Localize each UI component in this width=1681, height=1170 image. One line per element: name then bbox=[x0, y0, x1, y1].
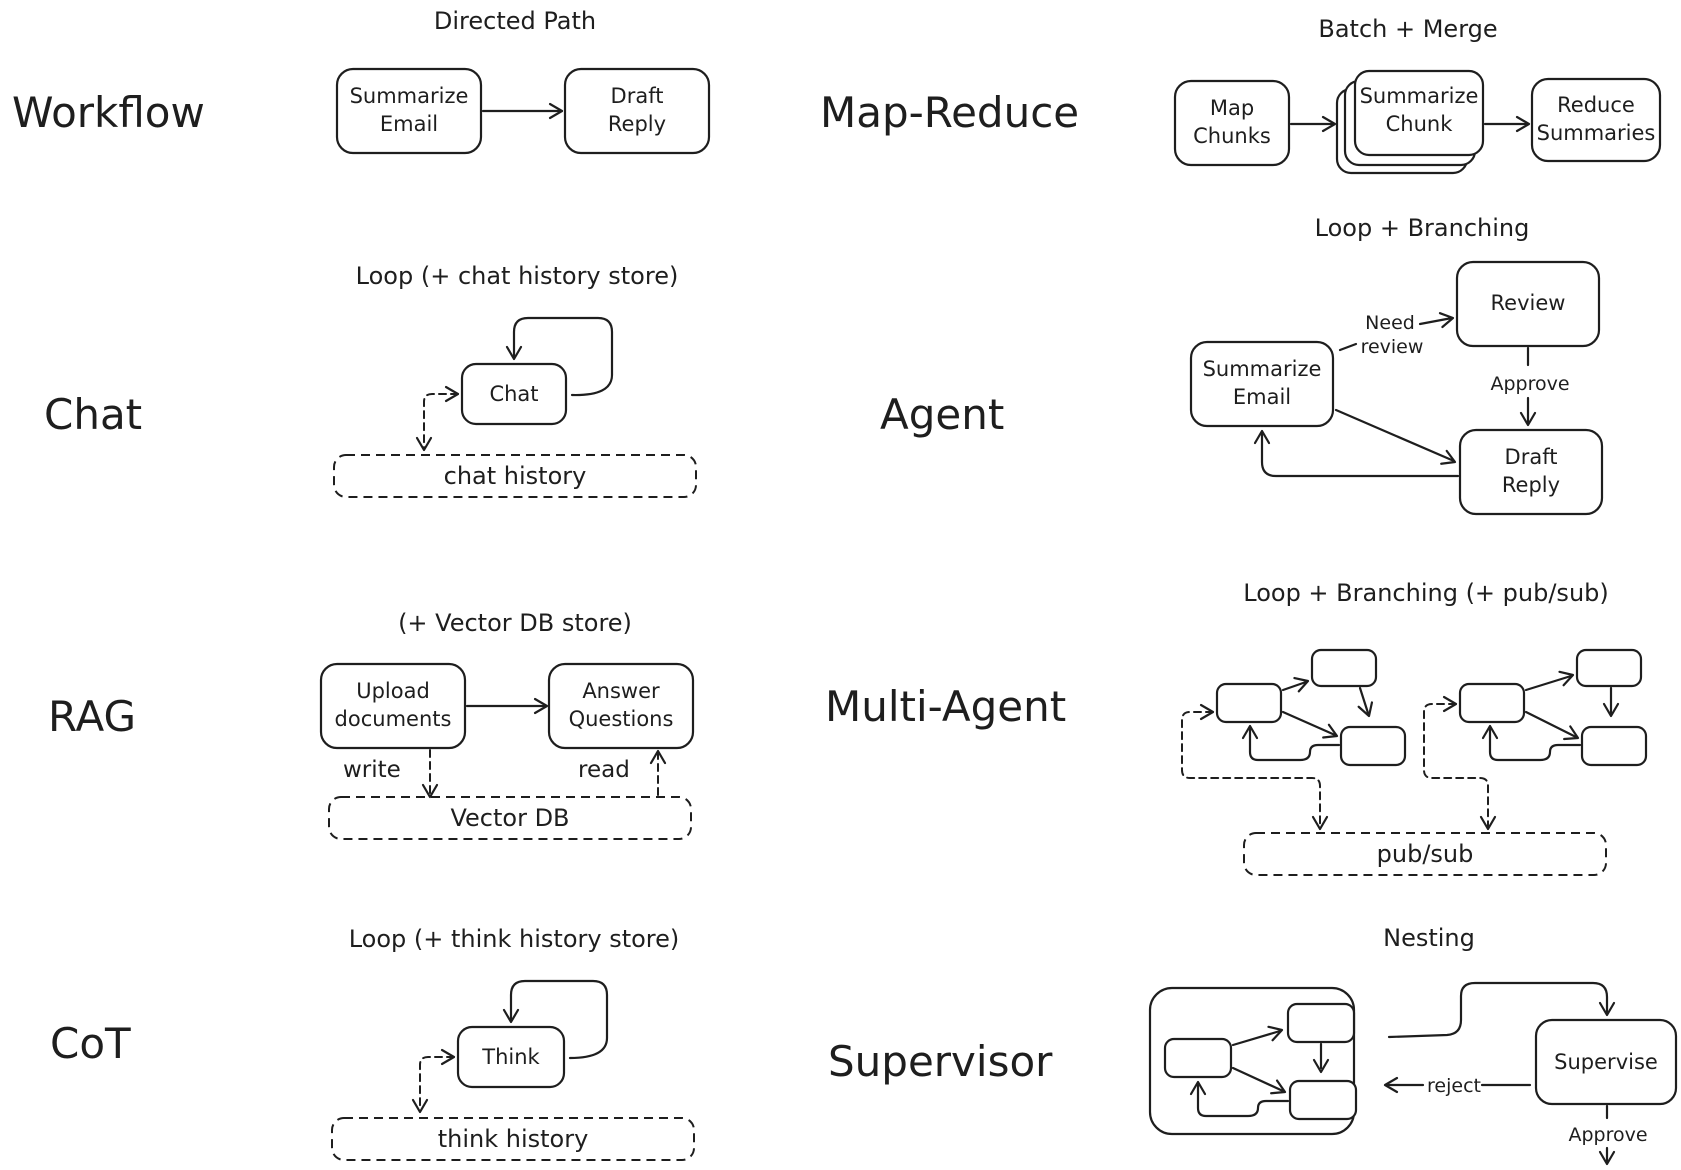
agent-draft-label-2: Reply bbox=[1502, 473, 1560, 497]
draft-reply-label-1: Draft bbox=[611, 84, 664, 108]
cot-title: CoT bbox=[50, 1019, 131, 1068]
write-label: write bbox=[343, 757, 401, 783]
cot-caption: Loop (+ think history store) bbox=[349, 925, 680, 953]
map-chunks-label-2: Chunks bbox=[1193, 124, 1271, 148]
supervise-node bbox=[1534, 1018, 1678, 1106]
draft-to-summarize-arrow bbox=[1260, 432, 1460, 478]
think-loop-arrow bbox=[509, 979, 609, 1060]
draft-reply-label-2: Reply bbox=[608, 112, 666, 136]
cluster-left-node-c bbox=[1339, 725, 1407, 767]
answer-label-1: Answer bbox=[582, 679, 660, 703]
chat-history-label: chat history bbox=[444, 462, 587, 490]
chat-node bbox=[460, 362, 568, 426]
agent-summarize-email-node bbox=[1189, 340, 1335, 428]
summarize-chunk-label-1: Summarize bbox=[1360, 84, 1479, 108]
think-history-store bbox=[331, 1117, 695, 1161]
upload-label-2: documents bbox=[335, 707, 452, 731]
draft-reply-node bbox=[563, 67, 711, 155]
supervisor-caption: Nesting bbox=[1383, 924, 1475, 952]
rag-caption: (+ Vector DB store) bbox=[398, 609, 632, 637]
agent-cluster-left bbox=[1181, 648, 1407, 831]
nested-node-c bbox=[1288, 1079, 1358, 1121]
cluster-right-node-c bbox=[1580, 725, 1648, 767]
reduce-summaries-node bbox=[1530, 77, 1662, 163]
upload-label-1: Upload bbox=[356, 679, 430, 703]
review-label: Review bbox=[1491, 291, 1566, 315]
mapreduce-section: Map-Reduce Batch + Merge Map Chunks Summ… bbox=[820, 15, 1662, 175]
nested-node-a bbox=[1163, 1037, 1233, 1079]
supervisor-approve-label: Approve bbox=[1568, 1124, 1647, 1146]
pub-sub-label: pub/sub bbox=[1377, 840, 1474, 868]
answer-questions-node bbox=[547, 662, 695, 750]
review-node bbox=[1455, 260, 1601, 348]
vector-db-store bbox=[328, 796, 692, 840]
need-review-label-1: Need bbox=[1365, 312, 1415, 334]
mapreduce-caption: Batch + Merge bbox=[1318, 15, 1497, 43]
supervisor-section: Supervisor Nesting Supervise reject Appr… bbox=[828, 924, 1678, 1166]
chat-section: Chat Loop (+ chat history store) Chat ch… bbox=[44, 262, 697, 498]
workflow-title: Workflow bbox=[12, 88, 205, 137]
cluster-left-node-b bbox=[1310, 648, 1378, 688]
rag-title: RAG bbox=[48, 692, 136, 741]
think-store-link bbox=[419, 1056, 455, 1111]
nested-node-b bbox=[1286, 1002, 1356, 1044]
summarize-chunk-node bbox=[1353, 69, 1485, 157]
think-history-label: think history bbox=[438, 1125, 589, 1153]
agent-caption: Loop + Branching bbox=[1315, 214, 1530, 242]
summarize-email-label-1: Summarize bbox=[350, 84, 469, 108]
agent-draft-label-1: Draft bbox=[1505, 445, 1558, 469]
need-review-arrow-tail bbox=[1338, 342, 1358, 352]
read-label: read bbox=[578, 757, 630, 783]
agent-section: Agent Loop + Branching Summarize Email R… bbox=[880, 214, 1604, 516]
pub-sub-store bbox=[1243, 832, 1607, 876]
supervisor-title: Supervisor bbox=[828, 1037, 1053, 1086]
cluster-left-node-a bbox=[1215, 682, 1283, 724]
agent-summarize-label-1: Summarize bbox=[1203, 357, 1322, 381]
answer-label-2: Questions bbox=[569, 707, 674, 731]
map-chunks-node bbox=[1173, 79, 1291, 167]
chat-store-link bbox=[423, 393, 459, 449]
cluster-right-node-b bbox=[1575, 648, 1643, 688]
chat-node-label: Chat bbox=[489, 382, 538, 406]
multiagent-title: Multi-Agent bbox=[825, 682, 1066, 731]
think-node bbox=[456, 1025, 566, 1089]
chat-title: Chat bbox=[44, 390, 142, 439]
need-review-label-2: review bbox=[1361, 336, 1424, 358]
vector-db-label: Vector DB bbox=[450, 804, 569, 832]
map-chunks-label-1: Map bbox=[1210, 96, 1254, 120]
supervise-label: Supervise bbox=[1554, 1050, 1658, 1074]
agent-cluster-right bbox=[1423, 648, 1648, 831]
chat-loop-arrow bbox=[512, 316, 614, 397]
cot-section: CoT Loop (+ think history store) Think t… bbox=[50, 925, 695, 1161]
workflow-section: Workflow Directed Path Summarize Email D… bbox=[12, 7, 711, 155]
summarize-email-node bbox=[335, 67, 483, 155]
approve-label: Approve bbox=[1490, 373, 1569, 395]
reduce-label-1: Reduce bbox=[1557, 93, 1635, 117]
need-review-arrow-head bbox=[1418, 316, 1454, 326]
container-to-supervise-arrow bbox=[1387, 981, 1609, 1039]
think-node-label: Think bbox=[481, 1045, 540, 1069]
agent-draft-reply-node bbox=[1458, 428, 1604, 516]
agent-title: Agent bbox=[880, 390, 1004, 439]
chat-caption: Loop (+ chat history store) bbox=[356, 262, 679, 290]
upload-documents-node bbox=[319, 662, 467, 750]
mapreduce-title: Map-Reduce bbox=[820, 88, 1079, 137]
multiagent-section: Multi-Agent Loop + Branching (+ pub/sub) bbox=[825, 579, 1648, 876]
multiagent-caption: Loop + Branching (+ pub/sub) bbox=[1243, 579, 1609, 607]
reduce-label-2: Summaries bbox=[1537, 121, 1656, 145]
summarize-email-label-2: Email bbox=[380, 112, 438, 136]
workflow-caption: Directed Path bbox=[434, 7, 596, 35]
rag-section: RAG (+ Vector DB store) Upload documents… bbox=[48, 609, 695, 840]
summarize-chunk-label-2: Chunk bbox=[1386, 112, 1454, 136]
chat-history-store bbox=[333, 454, 697, 498]
reject-label: reject bbox=[1427, 1075, 1481, 1097]
summarize-to-draft-arrow bbox=[1334, 408, 1456, 463]
cluster-right-node-a bbox=[1458, 682, 1526, 724]
agent-summarize-label-2: Email bbox=[1233, 385, 1291, 409]
